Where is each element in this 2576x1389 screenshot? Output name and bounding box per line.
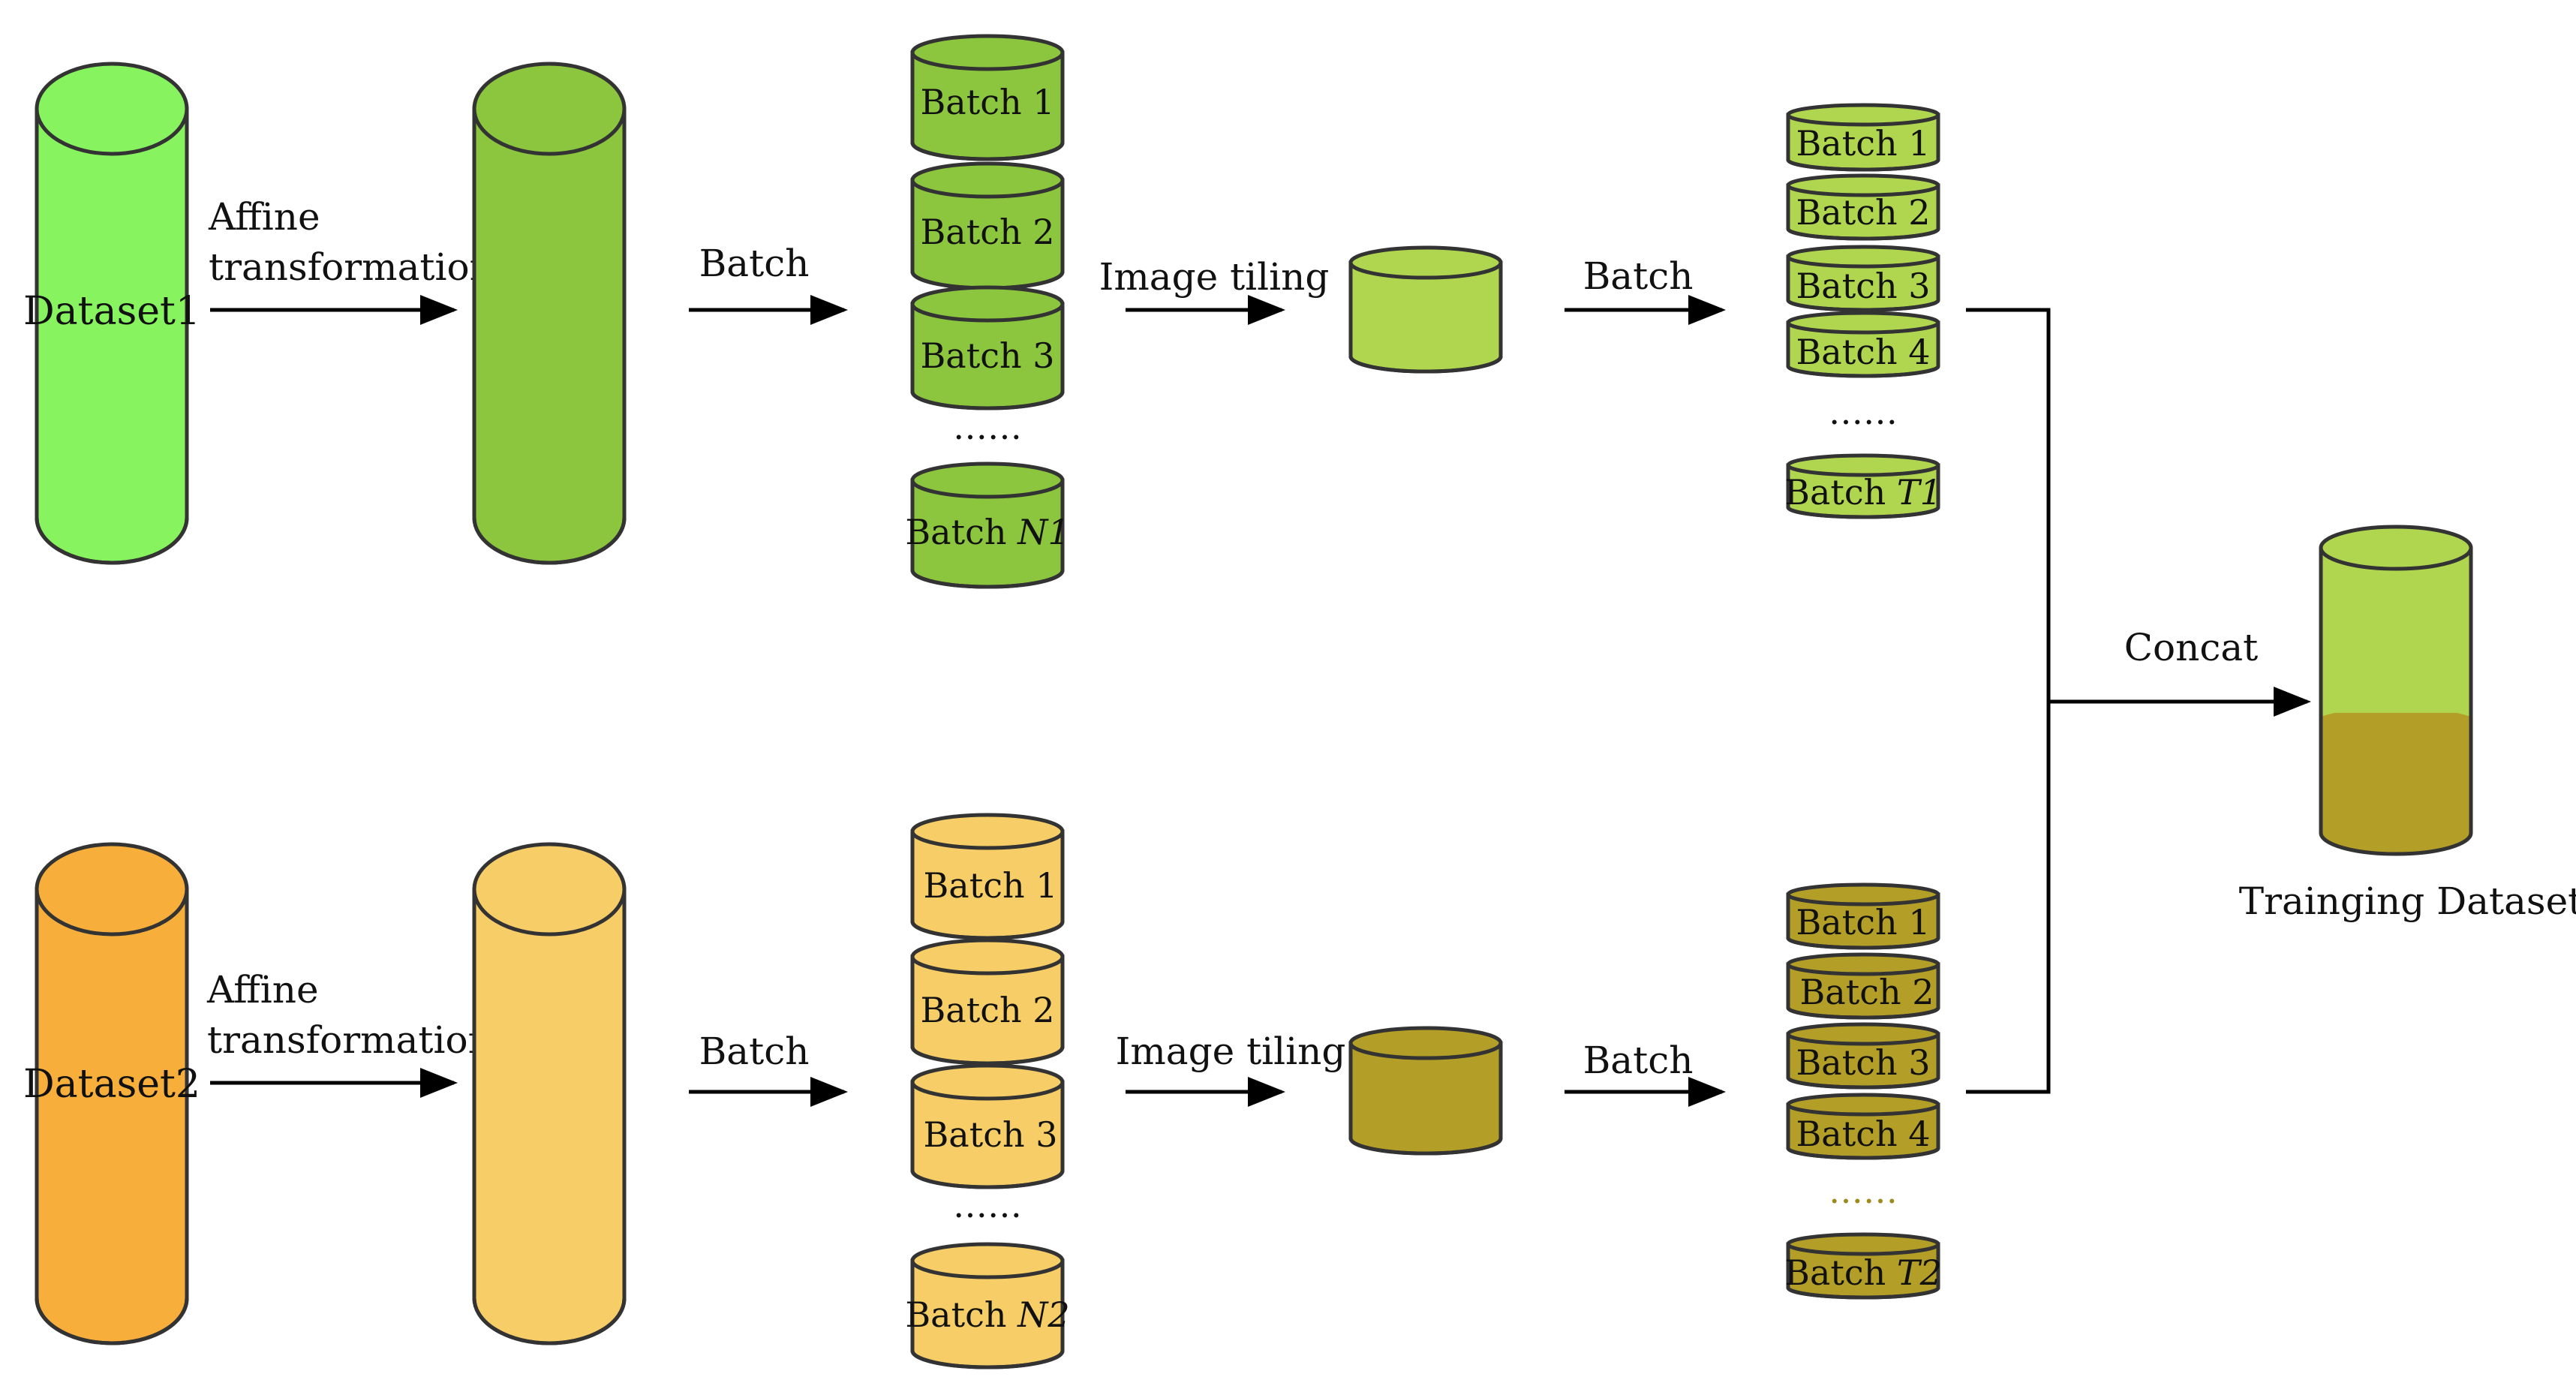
training-dataset-cylinder: Trainging Dataset: [2239, 525, 2576, 923]
tile-batch-2-last-prefix: Batch: [1784, 1252, 1897, 1293]
tile-batch-1-last-prefix: Batch: [1784, 472, 1897, 513]
tile-batch-1-4: Batch 4: [1786, 311, 1940, 378]
affine-arrow-1: Affine transformation: [208, 195, 494, 325]
batch-group-2: Batch 1 Batch 2 Batch 3 …… Batch N2: [905, 813, 1070, 1369]
tile-batch-2-1: Batch 1: [1786, 882, 1940, 950]
image-tiling-arrow-2: Image tiling: [1116, 1030, 1346, 1107]
tiled-dataset2-cylinder: [1348, 1026, 1503, 1156]
tile-batch-group-2: Batch 1 Batch 2 Batch 3 Batch 4 …… Batch…: [1784, 882, 1942, 1300]
tile-batch-group-1: Batch 1 Batch 2 Batch 3 Batch 4 …… Batch…: [1784, 103, 1942, 519]
tile-batch-1-last-var: T1: [1897, 472, 1942, 513]
batch-group-1: Batch 1 Batch 2 Batch 3 …… Batch N1: [905, 34, 1070, 589]
affine-label-line2: transformation: [209, 245, 494, 289]
tile-batch-2-3-label: Batch 3: [1796, 1042, 1931, 1083]
batch-arrow-1: Batch: [689, 242, 848, 325]
tile-batch-2-1-label: Batch 1: [1796, 902, 1931, 943]
batch-group-2-ellipsis: ……: [953, 1185, 1022, 1225]
tile-batch-1-last: Batch T1: [1784, 453, 1942, 519]
tile-batch-1-3: Batch 3: [1786, 245, 1940, 312]
batch-arrow-label-1b: Batch: [1583, 254, 1694, 298]
tile-batch-1-3-label: Batch 3: [1796, 266, 1931, 306]
batch-1-1: Batch 1: [910, 34, 1065, 161]
batch-arrow-2: Batch: [689, 1030, 848, 1107]
tile-batch-2-3: Batch 3: [1786, 1022, 1940, 1090]
batch-2-3-label: Batch 3: [924, 1114, 1058, 1155]
tile-batch-2-last-label: Batch T2: [1784, 1252, 1942, 1293]
tile-batch-1-4-label: Batch 4: [1796, 332, 1931, 372]
batch-1-last-var: N1: [1017, 512, 1070, 552]
tile-batch-1-last-label: Batch T1: [1784, 472, 1942, 513]
image-tiling-label-1: Image tiling: [1099, 255, 1330, 299]
dataset1-cylinder: Dataset1: [23, 62, 200, 565]
tile-batch-group-1-ellipsis: ……: [1829, 392, 1898, 432]
tile-batch-2-2: Batch 2: [1786, 952, 1940, 1020]
image-tiling-label-2: Image tiling: [1116, 1030, 1346, 1073]
tile-batch-1-2: Batch 2: [1786, 173, 1940, 241]
tile-batch-1-2-label: Batch 2: [1796, 192, 1931, 233]
batch-1-3: Batch 3: [910, 285, 1065, 410]
batch-2-last: Batch N2: [905, 1242, 1070, 1369]
batch-2-1: Batch 1: [910, 813, 1065, 940]
batch-1-last: Batch N1: [905, 461, 1070, 589]
tile-batch-2-last: Batch T2: [1784, 1232, 1942, 1300]
transformed-dataset2-cylinder: [472, 842, 627, 1345]
affine-label-2-line1: Affine: [206, 968, 319, 1012]
image-tiling-arrow-1: Image tiling: [1099, 255, 1330, 325]
affine-label-line1: Affine: [208, 195, 320, 239]
transformed-dataset1-cylinder: [472, 62, 627, 565]
tile-batch-2-last-var: T2: [1897, 1252, 1942, 1293]
batch-2-last-var: N2: [1017, 1294, 1070, 1335]
tile-batch-2-4: Batch 4: [1786, 1093, 1940, 1160]
batch-arrow-label-2b: Batch: [1583, 1039, 1694, 1082]
tiled-dataset1-cylinder: [1348, 245, 1503, 374]
affine-label-2-line2: transformation: [207, 1018, 492, 1062]
tile-batch-1-1: Batch 1: [1786, 103, 1940, 172]
batch-arrow-label-2: Batch: [699, 1030, 810, 1073]
batch-2-2-label: Batch 2: [921, 990, 1055, 1030]
tile-batch-2-2-label: Batch 2: [1800, 972, 1934, 1012]
batch-1-2-label: Batch 2: [921, 212, 1055, 252]
concat-connector: Concat: [1966, 308, 2311, 1094]
batch-1-1-label: Batch 1: [921, 82, 1055, 122]
batch-1-3-label: Batch 3: [921, 335, 1055, 376]
dataset2-cylinder: Dataset2: [23, 842, 200, 1345]
affine-arrow-2: Affine transformation: [206, 968, 492, 1098]
batch-1-2: Batch 2: [910, 161, 1065, 290]
dataset2-label: Dataset2: [23, 1062, 200, 1107]
batch-2-1-label: Batch 1: [924, 865, 1058, 906]
batch-2-2: Batch 2: [910, 938, 1065, 1066]
tile-batch-group-2-ellipsis: ……: [1829, 1171, 1898, 1211]
batch-2-last-label: Batch N2: [905, 1294, 1069, 1335]
batch-arrow-label-1: Batch: [699, 242, 810, 285]
batch-arrow-1b: Batch: [1565, 254, 1726, 325]
batch-2-last-prefix: Batch: [905, 1294, 1017, 1335]
tile-batch-1-1-label: Batch 1: [1796, 123, 1931, 164]
dataset1-label: Dataset1: [23, 289, 200, 334]
batch-arrow-2b: Batch: [1565, 1039, 1726, 1107]
batch-1-last-prefix: Batch: [905, 512, 1017, 552]
concat-label: Concat: [2124, 626, 2258, 669]
batch-2-3: Batch 3: [910, 1063, 1065, 1189]
batch-1-last-label: Batch N1: [905, 512, 1069, 552]
training-dataset-label: Trainging Dataset: [2239, 879, 2576, 923]
tile-batch-2-4-label: Batch 4: [1796, 1114, 1931, 1154]
batch-group-1-ellipsis: ……: [953, 407, 1022, 447]
